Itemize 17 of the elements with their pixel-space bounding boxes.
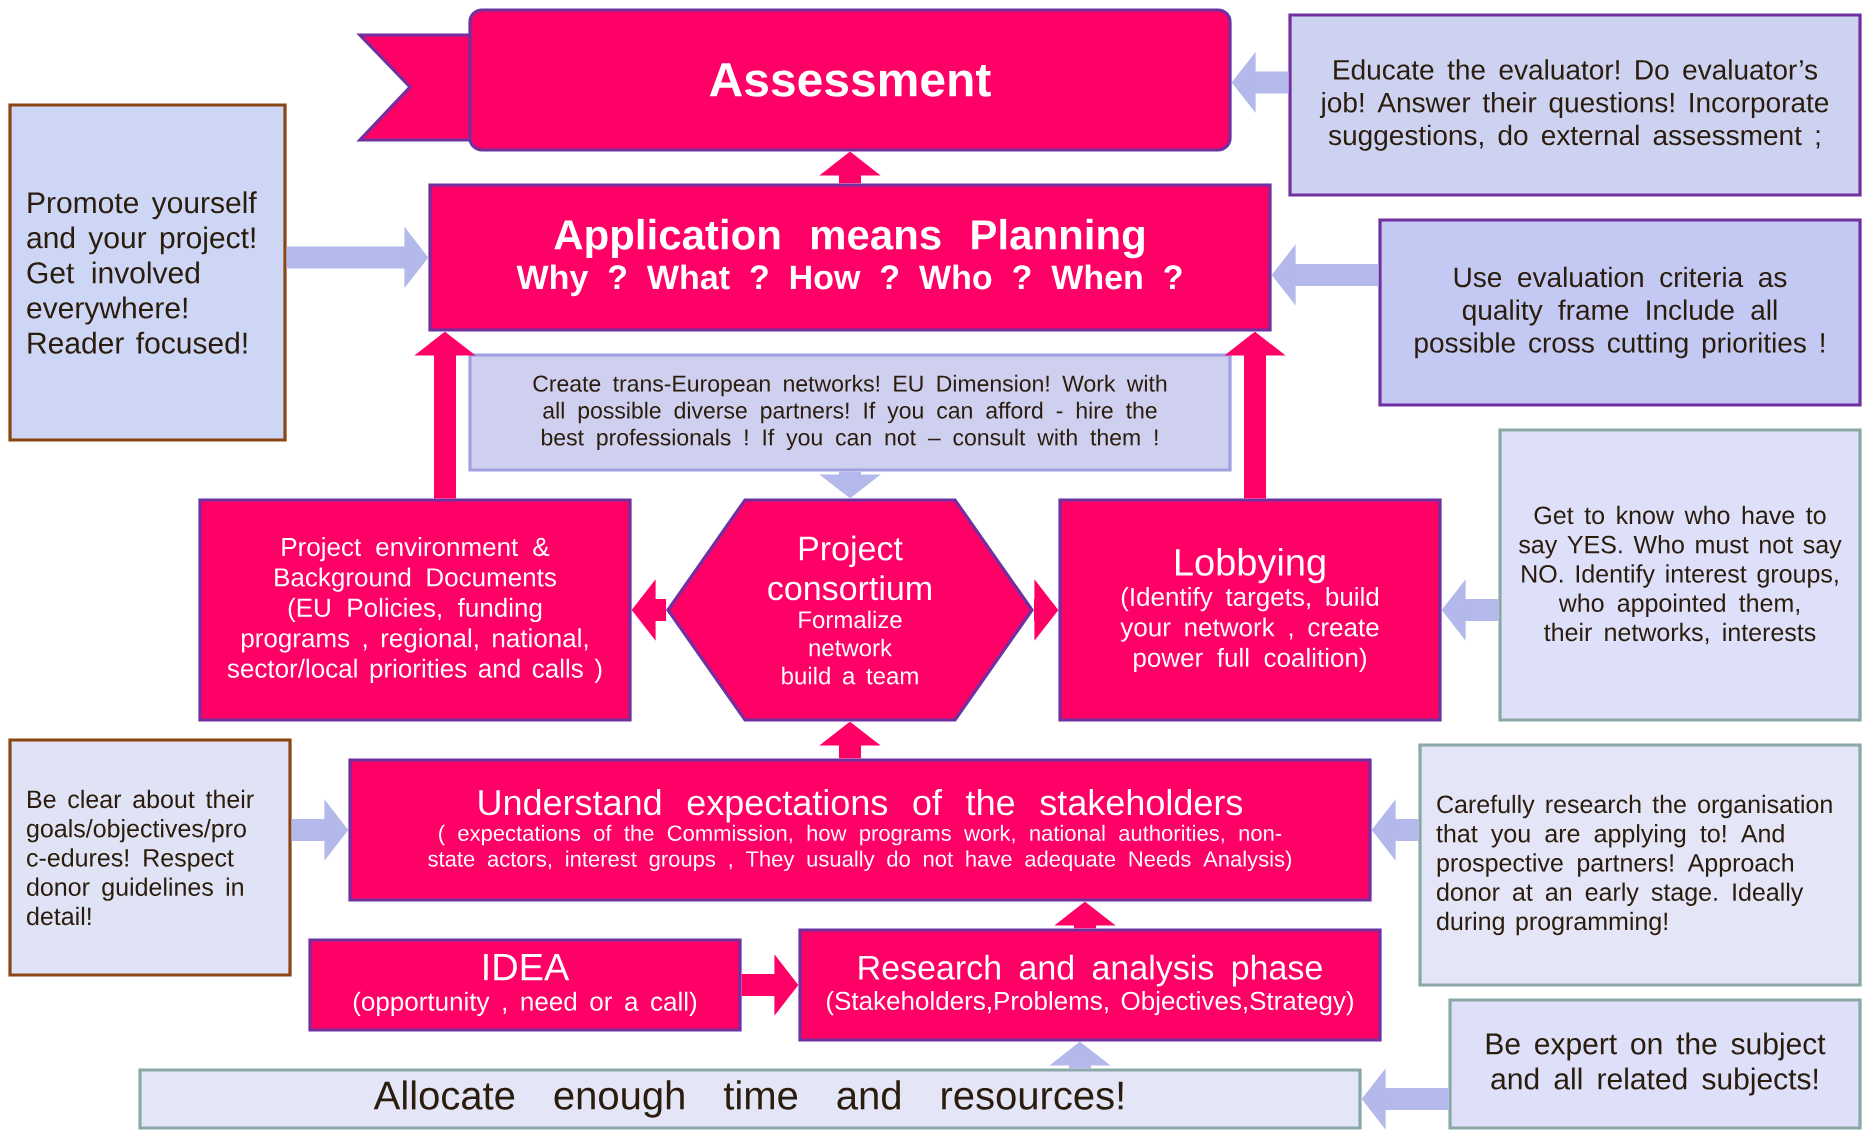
hexagon-box: Project consortium Formalize network build a team	[666, 498, 1034, 722]
callout-box: Educate the evaluator! Do evaluator’s job! Answer their questions! Incorporate suggestions, do external assessment ;	[1288, 13, 1862, 197]
process-box: Understand expectations of the stakeholders ( expectations of the Commission, how programs work, national authorities, non-state actors, interest groups , They usually do not have adequate Needs Analysis)	[348, 758, 1372, 902]
ribbon-banner: Assessment	[356, 8, 1232, 152]
callout-box: Promote yourself and your project! Get involved everywhere! Reader focused!	[8, 103, 287, 442]
callout-box: Carefully research the organisation that you are applying to! And prospective partners! Approach donor at an early stage. Ideally during programming!	[1418, 743, 1862, 987]
process-box: Lobbying (Identify targets, build your network , create power full coalition)	[1058, 498, 1442, 722]
callout-box: Create trans-European networks! EU Dimension! Work with all possible diverse partners! If you can afford - hire the best professionals ! If you can not – consult with them !	[468, 353, 1232, 472]
callout-box: Be expert on the subject and all related subjects!	[1448, 998, 1862, 1130]
callout-box: Be clear about their goals/objectives/pro c-edures! Respect donor guidelines in detail!	[8, 738, 292, 977]
process-box: Research and analysis phase (Stakeholders,Problems, Objectives,Strategy)	[798, 928, 1382, 1042]
process-box: Application means Planning Why ? What ? How ? Who ? When ?	[428, 183, 1272, 332]
callout-box: Use evaluation criteria as quality frame Include all possible cross cutting priorities !	[1378, 218, 1862, 407]
process-box: Project environment & Background Documents (EU Policies, funding programs , regional, national, sector/local priorities and calls )	[198, 498, 632, 722]
process-box: IDEA (opportunity , need or a call)	[308, 938, 742, 1032]
callout-box: Allocate enough time and resources!	[138, 1068, 1362, 1130]
callout-box: Get to know who have to say YES. Who must not say NO. Identify interest groups, who appointed them, their networks, interests	[1498, 428, 1862, 722]
